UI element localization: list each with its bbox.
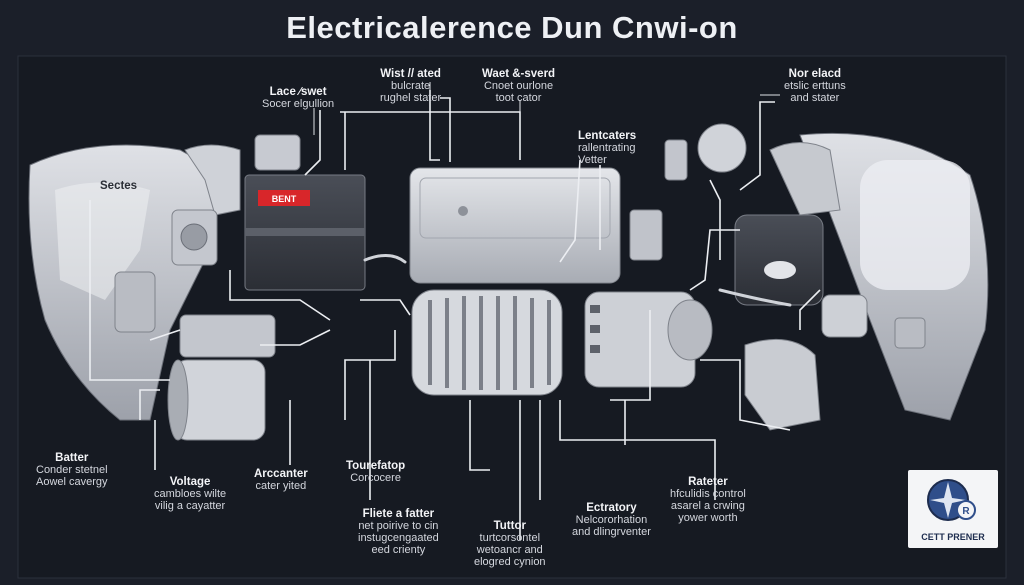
label-norelaed-sub-1: etslic erttuns xyxy=(784,80,846,92)
label-batter-sub-1: Conder stetnel xyxy=(36,464,108,476)
brand-emblem-icon: R xyxy=(927,479,976,521)
engine-cover xyxy=(409,167,621,284)
label-lace-title: Lace ∕swet xyxy=(269,86,327,98)
label-rateter-title: Rateter xyxy=(688,476,728,488)
label-batter-sub-2: Aowel cavergy xyxy=(36,476,108,488)
label-rateter-sub-3: yower worth xyxy=(678,512,738,524)
label-tuttor-sub-2: wetoancr and xyxy=(476,544,543,556)
label-norelaed-title: Nor elacd xyxy=(788,68,842,80)
starter-end-cap xyxy=(667,299,713,361)
label-arccanter-title: Arccanter xyxy=(254,468,308,480)
right-sensor xyxy=(664,139,688,181)
label-wist-title: Wist // ated xyxy=(380,68,441,80)
engine-cover-bolt xyxy=(458,206,468,216)
label-batter-title: Batter xyxy=(55,452,89,464)
left-fender-highlight xyxy=(55,182,150,300)
label-rateter-sub-2: asarel a crwing xyxy=(670,500,745,512)
label-lace: Lace ∕swet Socer elgullion xyxy=(262,86,334,110)
starter-terminals xyxy=(590,305,600,353)
label-tourefatop-title: Tourefatop xyxy=(346,460,406,472)
label-fliete-sub-2: instugcengaated xyxy=(358,532,439,544)
label-voltage-sub-2: vilig a cayatter xyxy=(154,500,226,512)
engine-cover-panel xyxy=(419,177,611,239)
label-waet-sub-1: Cnoet ourlone xyxy=(483,80,554,92)
label-wist: Wist // ated bulcrate rughel stater xyxy=(380,68,441,104)
label-voltage-sub-1: cambloes wilte xyxy=(154,488,227,500)
label-wist-sub-2: rughel stater xyxy=(380,92,442,104)
page-title: Electricalerence Dun Cnwi-on xyxy=(286,10,738,45)
label-voltage-title: Voltage xyxy=(169,476,211,488)
label-lentcaters-sub-1: rallentrating xyxy=(578,142,636,154)
label-leaders xyxy=(109,82,780,191)
label-sectes-title: Sectes xyxy=(100,180,138,192)
label-ectratory-title: Ectratory xyxy=(586,502,637,514)
heavy-cables xyxy=(363,254,792,307)
label-waet: Waet &-sverd Cnoet ourlone toot cator xyxy=(482,68,555,104)
label-waet-sub-2: toot cator xyxy=(495,92,542,104)
label-wist-sub-1: bulcrate xyxy=(391,80,431,92)
fuse-box-emblem xyxy=(764,261,796,279)
relay-module xyxy=(254,134,301,171)
engine-side-box xyxy=(629,209,663,261)
label-fliete-sub-1: net poirive to cin xyxy=(358,520,439,532)
label-ectratory-sub-1: Nelcororhation xyxy=(575,514,648,526)
right-bracket xyxy=(894,317,926,349)
label-rateter: Rateter hfculidis control asarel a crwin… xyxy=(670,476,746,524)
label-norelaed-sub-2: and stater xyxy=(790,92,840,104)
brand-logo: R CETT PRENER xyxy=(908,470,998,548)
label-tourefatop-sub-1: Corcocere xyxy=(350,472,401,484)
label-sectes: Sectes xyxy=(100,180,137,192)
label-fliete-title: Fliete a fatter xyxy=(362,508,435,520)
label-tuttor-sub-1: turtcorsontel xyxy=(479,532,541,544)
label-lentcaters-title: Lentcaters xyxy=(578,130,637,142)
label-lentcaters-sub-2: Vetter xyxy=(578,154,607,166)
label-arccanter-sub-1: cater yited xyxy=(255,480,307,492)
label-ectratory-sub-2: and dlingrventer xyxy=(572,526,651,538)
right-motor xyxy=(744,338,821,431)
battery-tag-text: BENT xyxy=(272,194,297,204)
throttle-valve xyxy=(180,223,208,251)
label-lentcaters: Lentcaters rallentrating Vetter xyxy=(578,130,636,166)
label-fliete: Fliete a fatter net poirive to cin instu… xyxy=(358,508,439,556)
label-tourefatop: Tourefatop Corcocere xyxy=(346,460,405,484)
brand-name: CETT PRENER xyxy=(921,532,985,542)
label-ectratory: Ectratory Nelcororhation and dlingrvente… xyxy=(572,502,651,538)
coolant-pump xyxy=(179,314,276,358)
intake-pipe xyxy=(184,144,241,216)
right-actuator xyxy=(821,294,868,338)
label-tuttor-sub-3: elogred cynion xyxy=(474,556,546,568)
wiring-harness xyxy=(89,90,821,540)
fluid-reservoir xyxy=(697,123,747,173)
alternator-fins xyxy=(428,296,551,390)
label-rateter-sub-1: hfculidis control xyxy=(670,488,746,500)
label-tuttor: Tuttor turtcorsontel wetoancr and elogre… xyxy=(474,520,546,568)
label-norelaed: Nor elacd etslic erttuns and stater xyxy=(784,68,846,104)
label-voltage: Voltage cambloes wilte vilig a cayatter xyxy=(154,476,226,512)
right-fender-highlight xyxy=(860,160,970,290)
label-tuttor-title: Tuttor xyxy=(493,520,526,532)
brand-badge-letter: R xyxy=(962,506,970,517)
alternator xyxy=(411,289,563,396)
battery-warning-label xyxy=(258,190,310,206)
compressor-face xyxy=(167,359,189,441)
label-lace-sub-1: Socer elgullion xyxy=(262,98,335,110)
label-batter: Batter Conder stetnel Aowel cavergy xyxy=(36,452,108,488)
left-sensor xyxy=(114,271,156,333)
label-arccanter: Arccanter cater yited xyxy=(254,468,308,492)
battery-band xyxy=(245,228,365,236)
label-fliete-sub-3: eed crienty xyxy=(371,544,426,556)
fuse-box xyxy=(734,214,824,306)
right-intake xyxy=(769,142,841,216)
label-waet-title: Waet &-sverd xyxy=(482,68,556,80)
